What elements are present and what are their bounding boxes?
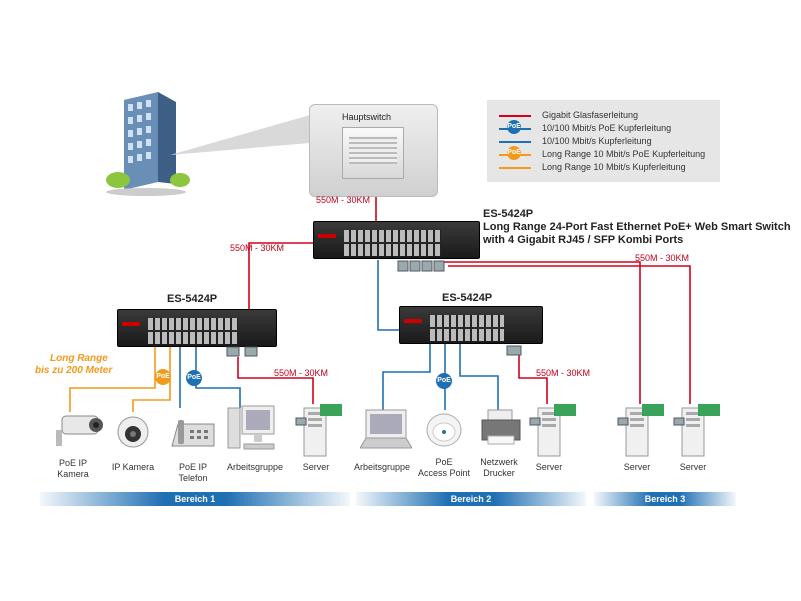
- network-printer-icon: [481, 409, 521, 445]
- workstation-icon: [227, 405, 275, 450]
- device-label: Kamera: [57, 469, 89, 479]
- legend-label: Long Range 10 Mbit/s Kupferleitung: [542, 162, 686, 172]
- speed-label: 550M - 30KM: [230, 243, 285, 253]
- legend-item: PoE 10/100 Mbit/s PoE Kupferleitung: [487, 120, 720, 135]
- sfp-modules-icon: [397, 260, 445, 272]
- left-switch-device: [117, 309, 277, 347]
- legend-label: Gigabit Glasfaserleitung: [542, 110, 639, 120]
- device-label: PoE IP: [178, 462, 207, 472]
- device-label: Arbeitsgruppe: [226, 462, 284, 472]
- poe-badge-icon: PoE: [186, 370, 202, 386]
- sfp-modules-icon: [226, 346, 258, 357]
- speed-label: 550M - 30KM: [635, 253, 690, 263]
- bereich-1-bar: Bereich 1: [40, 492, 350, 506]
- device-label: Server: [679, 462, 707, 472]
- legend-label: 10/100 Mbit/s Kupferleitung: [542, 136, 652, 146]
- office-building-icon: [106, 92, 190, 196]
- speed-label: 550M - 30KM: [316, 195, 371, 205]
- speed-label: 550M - 30KM: [274, 368, 329, 378]
- legend-fiber-line: [499, 115, 531, 117]
- device-label: Server: [535, 462, 563, 472]
- legend-item: Long Range 10 Mbit/s Kupferleitung: [487, 161, 720, 174]
- sfp-module-icon: [506, 345, 522, 356]
- poe-badge-icon: PoE: [507, 146, 521, 160]
- long-range-label: Long Range: [50, 353, 108, 364]
- server-icon: [529, 404, 576, 457]
- core-switch-desc: with 4 Gigabit RJ45 / SFP Kombi Ports: [483, 234, 684, 246]
- server-icon: [673, 404, 720, 457]
- device-label: Drucker: [483, 468, 515, 478]
- ip-dome-camera-icon: [117, 416, 149, 448]
- device-label: Server: [302, 462, 330, 472]
- speed-label: 550M - 30KM: [536, 368, 591, 378]
- legend-item: PoE Long Range 10 Mbit/s PoE Kupferleitu…: [487, 146, 720, 161]
- main-switch-device-icon: [342, 127, 404, 179]
- legend-lr-copper-line: [499, 167, 531, 169]
- access-point-icon: [426, 413, 462, 447]
- legend-copper-line: [499, 141, 531, 143]
- device-label: Server: [623, 462, 651, 472]
- poe-badge-icon: PoE: [155, 369, 171, 385]
- device-label: PoE IP: [58, 458, 87, 468]
- server-icon: [617, 404, 664, 457]
- device-label: PoE: [435, 457, 453, 467]
- callout-pointer: [170, 115, 310, 155]
- laptop-icon: [360, 409, 412, 449]
- server-icon: [295, 404, 342, 457]
- core-switch-device: [313, 221, 480, 259]
- main-switch-box: Hauptswitch: [309, 104, 438, 197]
- ip-phone-icon: [171, 420, 215, 447]
- legend: Gigabit Glasfaserleitung PoE 10/100 Mbit…: [487, 100, 720, 182]
- bereich-3-bar: Bereich 3: [594, 492, 736, 506]
- poe-ip-camera-icon: [56, 415, 103, 446]
- device-label: IP Kamera: [111, 462, 155, 472]
- poe-badge-icon: PoE: [436, 373, 452, 389]
- poe-badge-icon: PoE: [507, 120, 521, 134]
- device-label: Access Point: [417, 468, 471, 478]
- legend-item: 10/100 Mbit/s Kupferleitung: [487, 135, 720, 148]
- legend-label: Long Range 10 Mbit/s PoE Kupferleitung: [542, 149, 706, 159]
- device-label: Netzwerk: [480, 457, 518, 467]
- main-switch-label: Hauptswitch: [342, 112, 392, 122]
- device-label: Arbeitsgruppe: [353, 462, 411, 472]
- device-label: Telefon: [178, 473, 208, 483]
- mid-switch-device: [399, 306, 543, 344]
- core-switch-model: ES-5424P: [483, 208, 534, 220]
- bereich-2-bar: Bereich 2: [356, 492, 586, 506]
- left-switch-model: ES-5424P: [167, 293, 218, 305]
- legend-item: Gigabit Glasfaserleitung: [487, 109, 720, 122]
- core-switch-desc: Long Range 24-Port Fast Ethernet PoE+ We…: [483, 221, 791, 233]
- mid-switch-model: ES-5424P: [442, 292, 493, 304]
- legend-label: 10/100 Mbit/s PoE Kupferleitung: [542, 123, 672, 133]
- long-range-distance: bis zu 200 Meter: [35, 365, 113, 376]
